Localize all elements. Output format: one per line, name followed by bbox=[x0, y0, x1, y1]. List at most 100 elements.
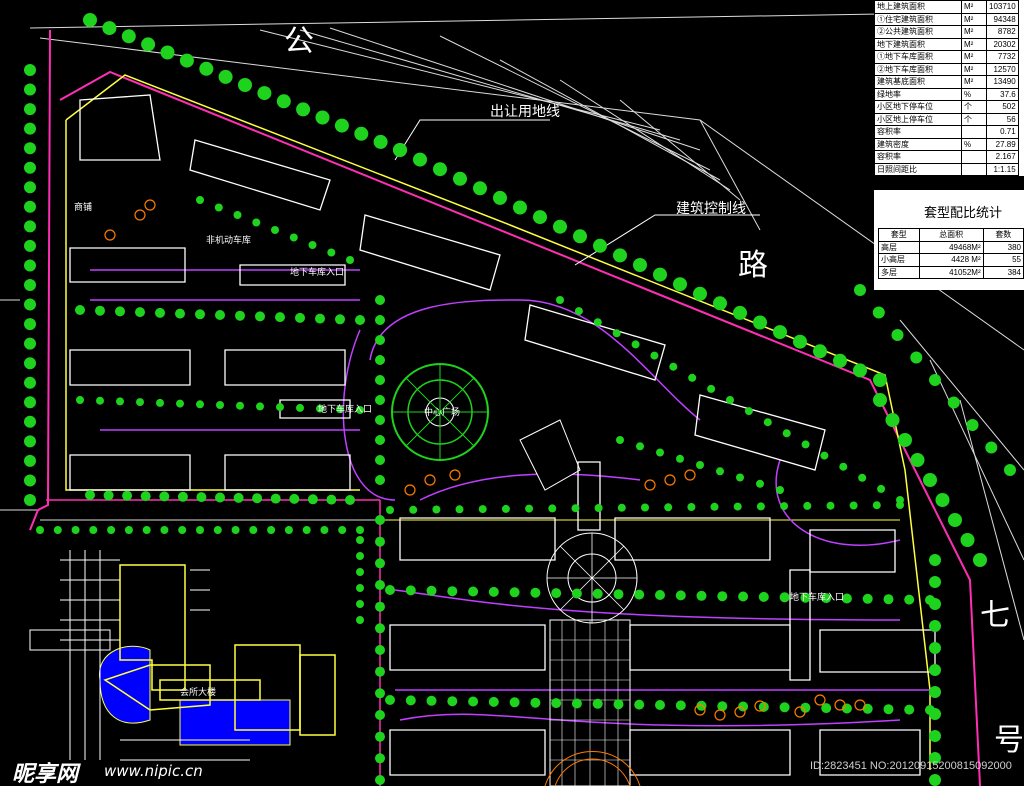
tree bbox=[375, 645, 385, 655]
tree bbox=[841, 593, 852, 604]
tree bbox=[551, 698, 562, 709]
central-plaza bbox=[391, 363, 641, 786]
tree bbox=[478, 505, 487, 514]
tree bbox=[556, 296, 564, 304]
stats-unit: M² bbox=[961, 25, 987, 39]
tree bbox=[276, 94, 291, 109]
tree bbox=[763, 418, 772, 427]
tree bbox=[335, 314, 345, 325]
tree bbox=[636, 442, 644, 451]
tree bbox=[255, 311, 265, 322]
tree bbox=[923, 473, 937, 487]
tree bbox=[102, 21, 117, 36]
stats-value: 12570 bbox=[986, 62, 1019, 76]
tree bbox=[631, 340, 640, 349]
tree bbox=[334, 118, 349, 133]
tree bbox=[673, 277, 687, 292]
stats-unit: M² bbox=[961, 75, 987, 89]
tree bbox=[346, 256, 354, 264]
tree bbox=[413, 152, 427, 167]
tree bbox=[675, 700, 686, 711]
tree bbox=[24, 376, 36, 389]
ratio-cell: 多层 bbox=[878, 265, 920, 279]
tree bbox=[447, 696, 458, 707]
tree bbox=[24, 298, 36, 311]
tree bbox=[156, 398, 164, 407]
tree bbox=[216, 401, 224, 409]
tree bbox=[178, 526, 187, 534]
stats-label: 日照间距比 bbox=[874, 162, 962, 176]
clubhouse bbox=[103, 564, 336, 736]
tree bbox=[948, 513, 962, 527]
tree bbox=[356, 600, 364, 608]
tree bbox=[633, 258, 647, 272]
tree bbox=[375, 435, 385, 445]
tree bbox=[779, 592, 790, 603]
control-line-callout: 建筑控制线 bbox=[676, 201, 746, 217]
land-boundary bbox=[59, 70, 981, 786]
ratio-header: 套数 bbox=[982, 228, 1024, 242]
road-char-qi: 七 bbox=[980, 598, 1010, 633]
residential-blocks bbox=[69, 94, 936, 776]
orange-shrub-layer bbox=[104, 199, 866, 721]
tree bbox=[315, 313, 325, 324]
stats-unit: M² bbox=[961, 37, 987, 51]
tree bbox=[375, 395, 385, 405]
tree bbox=[693, 286, 707, 301]
tree bbox=[753, 315, 767, 330]
tree bbox=[409, 505, 418, 514]
stats-unit: M² bbox=[961, 50, 987, 64]
tree bbox=[160, 45, 175, 60]
stats-label: 小区地下停车位 bbox=[874, 100, 962, 114]
tree bbox=[289, 233, 298, 242]
tree bbox=[612, 329, 621, 338]
stats-value: 37.6 bbox=[986, 87, 1019, 101]
tree bbox=[24, 474, 36, 487]
tree bbox=[929, 620, 941, 632]
tree bbox=[935, 493, 950, 507]
tree bbox=[696, 461, 704, 469]
orange-shrub bbox=[449, 469, 461, 481]
tree bbox=[375, 710, 385, 720]
orange-shrub bbox=[794, 706, 806, 718]
tree bbox=[233, 492, 244, 503]
tree bbox=[800, 592, 811, 603]
tree bbox=[336, 405, 344, 414]
tree bbox=[356, 536, 364, 544]
stats-value: 0.71 bbox=[986, 125, 1019, 139]
tree bbox=[385, 585, 395, 595]
tree bbox=[593, 238, 607, 253]
tree bbox=[289, 493, 300, 504]
tree bbox=[271, 226, 279, 234]
tree bbox=[896, 496, 904, 504]
orange-shrub bbox=[144, 199, 156, 211]
tree bbox=[375, 580, 385, 590]
tree bbox=[613, 248, 627, 263]
tree bbox=[966, 419, 979, 431]
tree bbox=[634, 699, 645, 710]
tree bbox=[375, 666, 385, 677]
tree-layer bbox=[24, 13, 1016, 786]
tree bbox=[375, 455, 385, 465]
clubhouse-label: 会所大楼 bbox=[180, 687, 217, 697]
tree bbox=[426, 695, 437, 706]
stats-label: 建筑密度 bbox=[874, 137, 962, 151]
tree bbox=[24, 259, 36, 272]
orange-shrub bbox=[664, 474, 676, 486]
tree bbox=[509, 587, 520, 598]
ratio-cell: 4428 M² bbox=[918, 253, 984, 267]
stats-value: 27.89 bbox=[986, 137, 1019, 151]
tree bbox=[656, 448, 664, 457]
stats-unit bbox=[961, 150, 987, 164]
tree bbox=[24, 239, 36, 252]
tree bbox=[571, 504, 580, 513]
tree bbox=[839, 462, 848, 471]
tree bbox=[176, 399, 184, 408]
orange-shrub bbox=[104, 229, 116, 241]
